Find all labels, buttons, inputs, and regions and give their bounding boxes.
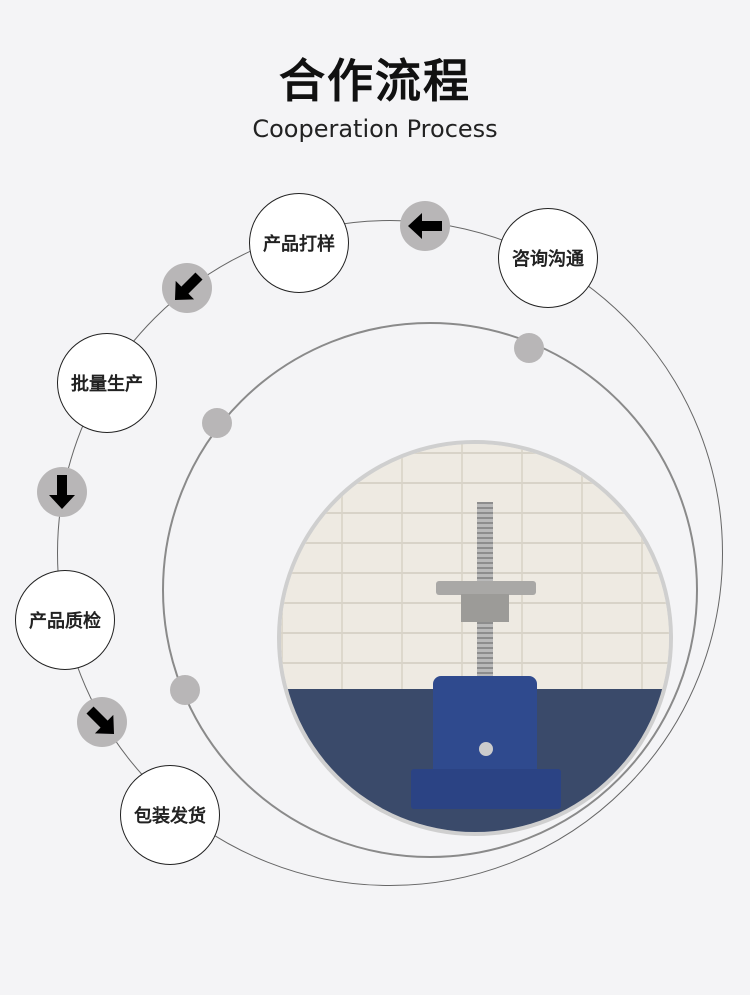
step-sample: 产品打样 bbox=[249, 193, 349, 293]
ring-dot bbox=[514, 333, 544, 363]
ring-dot bbox=[202, 408, 232, 438]
arrow-down-icon bbox=[37, 467, 87, 517]
step-inspection: 产品质检 bbox=[15, 570, 115, 670]
step-label: 包装发货 bbox=[134, 806, 206, 827]
product-photo bbox=[277, 440, 673, 836]
arrow-down-left-icon bbox=[162, 263, 212, 313]
step-label: 产品质检 bbox=[29, 611, 101, 632]
step-consult: 咨询沟通 bbox=[498, 208, 598, 308]
ring-dot bbox=[170, 675, 200, 705]
page-subtitle: Cooperation Process bbox=[252, 115, 498, 143]
base-plate bbox=[411, 769, 561, 809]
inner-ring bbox=[162, 322, 698, 858]
flange-plate bbox=[436, 581, 536, 595]
step-label: 批量生产 bbox=[71, 374, 143, 395]
page-title: 合作流程 bbox=[279, 54, 471, 108]
arrow-left-icon bbox=[400, 201, 450, 251]
step-label: 咨询沟通 bbox=[512, 249, 584, 270]
nut bbox=[461, 594, 509, 622]
step-production: 批量生产 bbox=[57, 333, 157, 433]
step-shipping: 包装发货 bbox=[120, 765, 220, 865]
gearbox bbox=[433, 676, 537, 784]
outer-ring bbox=[57, 220, 723, 886]
input-shaft bbox=[479, 742, 493, 756]
arrow-down-right-icon bbox=[77, 697, 127, 747]
step-label: 产品打样 bbox=[263, 234, 335, 255]
brick-wall bbox=[281, 444, 669, 694]
